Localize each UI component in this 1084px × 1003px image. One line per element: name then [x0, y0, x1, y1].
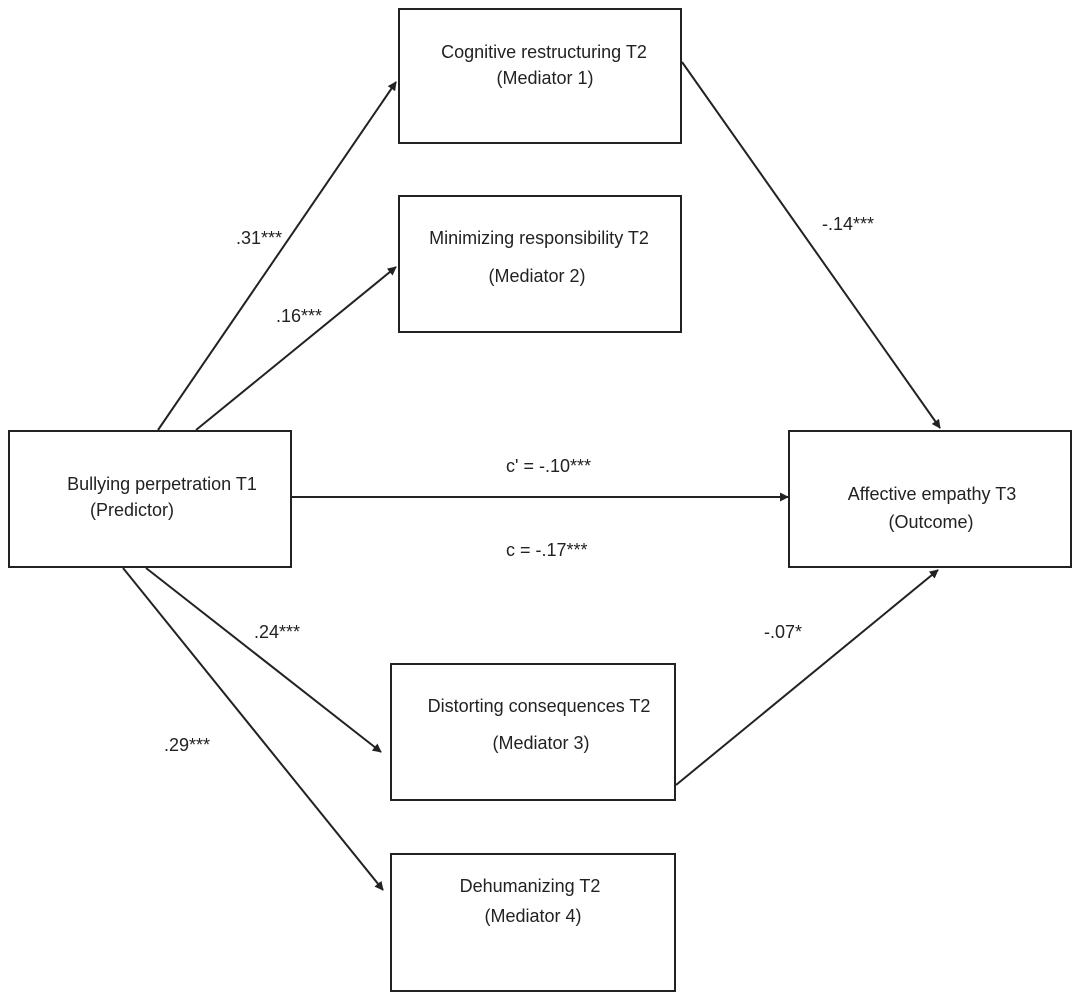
arrow-predictor-to-mediator4	[122, 567, 384, 891]
mediator4-role: (Mediator 4)	[484, 906, 582, 926]
edge-label-a4: .29***	[164, 735, 211, 755]
arrow-predictor-to-mediator2	[195, 266, 397, 431]
outcome-box	[788, 430, 1072, 568]
mediator2-role: (Mediator 2)	[488, 266, 586, 286]
edge-label-b1: -.14***	[822, 214, 875, 234]
predictor-box	[8, 430, 292, 568]
mediator2-box	[398, 195, 682, 333]
mediator2-name: Minimizing responsibility T2	[429, 228, 649, 248]
mediator4-name: Dehumanizing T2	[459, 876, 601, 896]
mediator3-role: (Mediator 3)	[492, 733, 590, 753]
arrow-mediator3-to-outcome	[675, 569, 939, 786]
arrow-predictor-to-mediator1	[157, 81, 397, 431]
arrow-predictor-to-mediator3	[145, 567, 382, 753]
predictor-role: (Predictor)	[89, 500, 174, 520]
edge-label-c-prime: c' = -.10***	[506, 456, 591, 476]
mediator1-role: (Mediator 1)	[496, 68, 594, 88]
edge-label-a1: .31***	[236, 228, 283, 248]
mediator4-box	[390, 853, 676, 992]
edge-label-b3: -.07*	[764, 622, 803, 642]
outcome-role: (Outcome)	[888, 512, 974, 532]
edge-label-a3: .24***	[254, 622, 301, 642]
edge-label-c-total: c = -.17***	[506, 540, 588, 560]
edge-label-a2: .16***	[276, 306, 323, 326]
mediator3-box	[390, 663, 676, 801]
mediator1-box	[398, 8, 682, 144]
arrow-mediator1-to-outcome	[681, 61, 941, 429]
predictor-name: Bullying perpetration T1	[67, 474, 257, 494]
mediator3-name: Distorting consequences T2	[427, 696, 651, 716]
outcome-name: Affective empathy T3	[847, 484, 1017, 504]
mediator1-name: Cognitive restructuring T2	[441, 42, 647, 62]
